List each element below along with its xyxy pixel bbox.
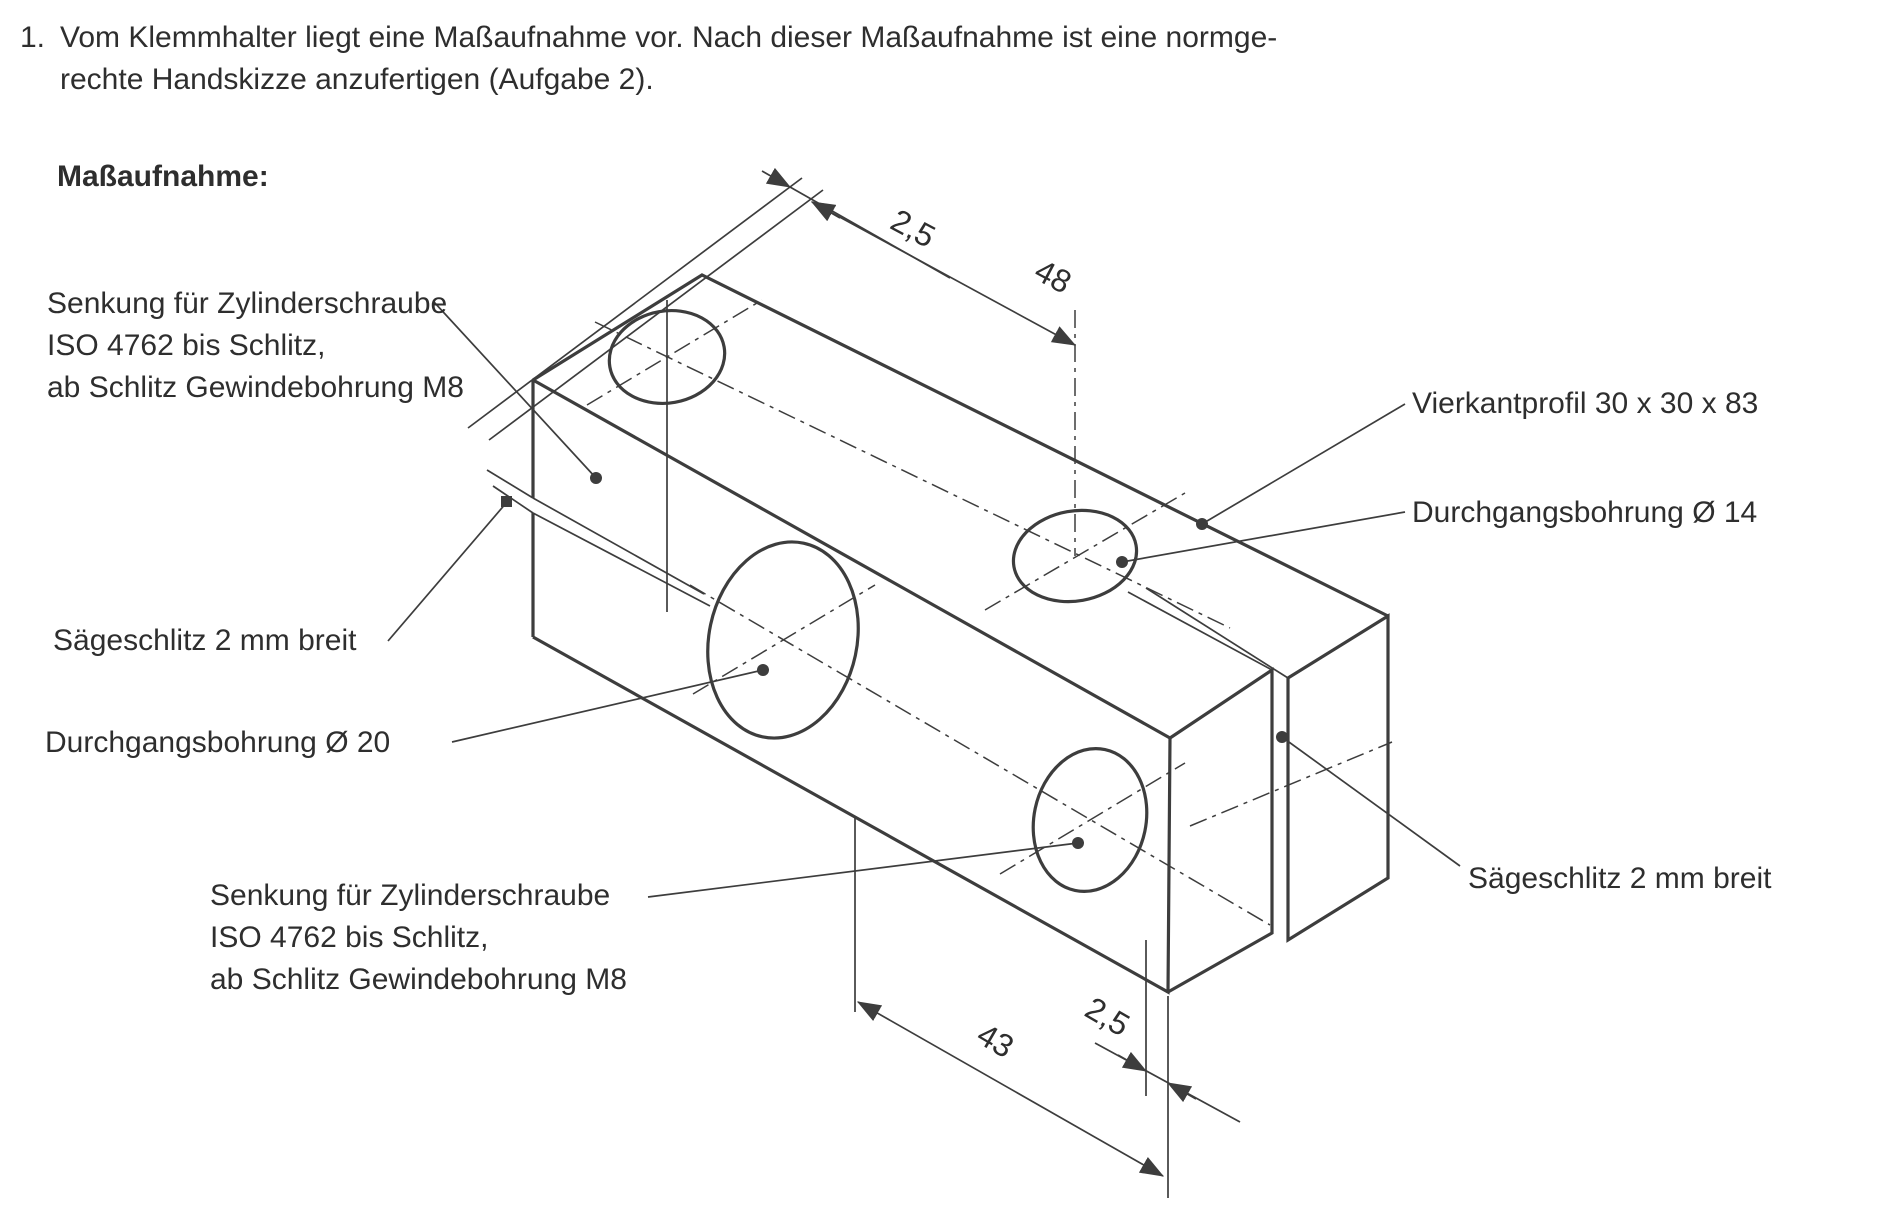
center-lines xyxy=(586,299,1393,926)
label-saegeschlitz-left: Sägeschlitz 2 mm breit xyxy=(53,624,357,657)
section-title: Maßaufnahme: xyxy=(57,160,269,193)
task-number: 1. xyxy=(20,21,45,54)
label-bohrung14: Durchgangsbohrung Ø 14 xyxy=(1412,496,1757,529)
extension-line xyxy=(488,189,824,441)
saw-slit-right-lines xyxy=(1127,587,1289,679)
label-senkung-top-line3: ab Schlitz Gewindebohrung M8 xyxy=(47,371,464,404)
label-senkung-top-line2: ISO 4762 bis Schlitz, xyxy=(47,329,325,362)
leader-lines xyxy=(387,301,1461,898)
annotation-labels: Senkung für Zylinderschraube ISO 4762 bi… xyxy=(45,287,1772,996)
label-senkung-top-line1: Senkung für Zylinderschraube xyxy=(47,287,447,320)
label-vierkantprofil: Vierkantprofil 30 x 30 x 83 xyxy=(1412,387,1758,420)
label-senkung-bottom-line1: Senkung für Zylinderschraube xyxy=(210,879,610,912)
label-senkung-bottom-line2: ISO 4762 bis Schlitz, xyxy=(210,921,488,954)
saw-slit-left-lines xyxy=(486,469,711,607)
dim-bottom-length-label: 43 xyxy=(971,1016,1020,1065)
bore14-top-ellipse xyxy=(1011,508,1139,604)
label-saegeschlitz-right: Sägeschlitz 2 mm breit xyxy=(1468,862,1772,895)
dim-top-length-label: 48 xyxy=(1029,252,1077,300)
task-text-line2: rechte Handskizze anzufertigen (Aufgabe … xyxy=(60,63,654,96)
clamp-holder-outline xyxy=(531,273,1390,995)
task-text-line1: Vom Klemmhalter liegt eine Maßaufnahme v… xyxy=(60,21,1277,54)
label-bohrung20: Durchgangsbohrung Ø 20 xyxy=(45,726,390,759)
extension-line xyxy=(467,177,803,429)
bore20-front-ellipse xyxy=(706,540,860,740)
dimension-top: 2,5 48 xyxy=(467,167,1077,441)
countersink-front-ellipse xyxy=(1031,747,1149,893)
label-senkung-bottom-line3: ab Schlitz Gewindebohrung M8 xyxy=(210,963,627,996)
dim-bottom-offset-label: 2,5 xyxy=(1079,990,1136,1043)
